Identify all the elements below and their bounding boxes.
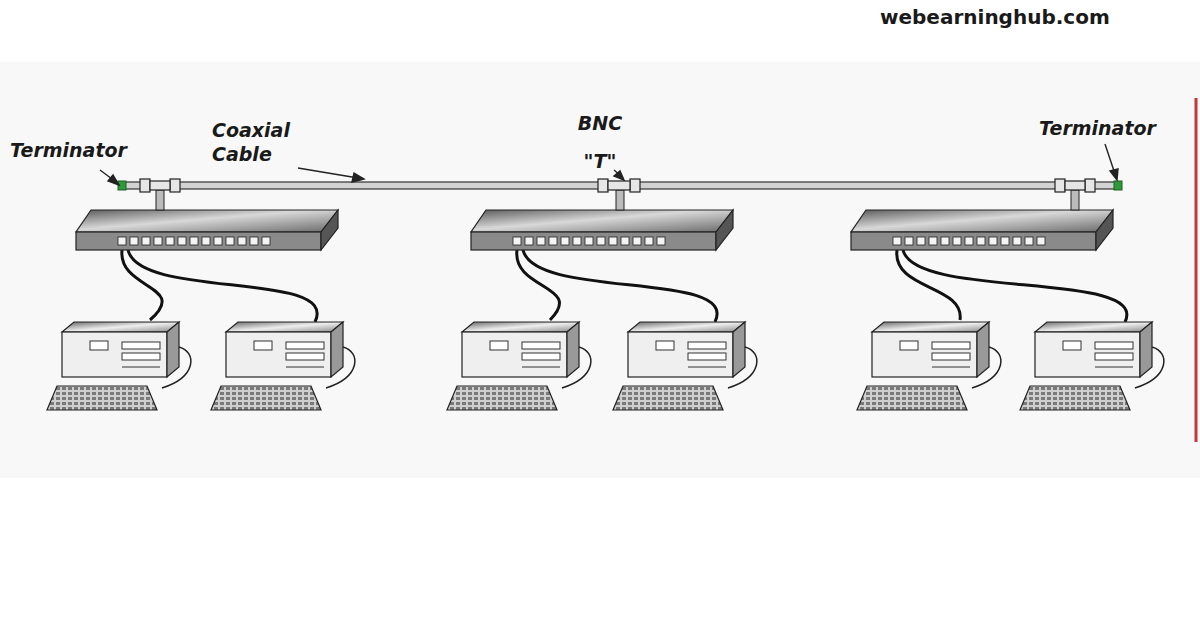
watermark: webearninghub.com [880, 4, 1180, 30]
computer [1020, 322, 1164, 410]
part-label: BNC "T" [562, 104, 638, 180]
hub [851, 210, 1113, 250]
hub [471, 210, 733, 250]
computer [47, 322, 191, 410]
computer [447, 322, 591, 410]
part-label: Coaxial Cable [212, 118, 322, 166]
panel-ground [0, 62, 1200, 478]
computer [857, 322, 1001, 410]
terminator [1114, 181, 1122, 190]
computer [211, 322, 355, 410]
patch-cables [122, 250, 1127, 322]
coaxial-cable [124, 182, 1116, 189]
edge-rule [1195, 98, 1198, 442]
bnc-t-connectors [140, 179, 1095, 192]
computer [613, 322, 757, 410]
part-label: Terminator [1039, 116, 1194, 140]
part-label: Terminator [10, 138, 170, 162]
t-stubs [156, 190, 1079, 210]
hub [76, 210, 338, 250]
